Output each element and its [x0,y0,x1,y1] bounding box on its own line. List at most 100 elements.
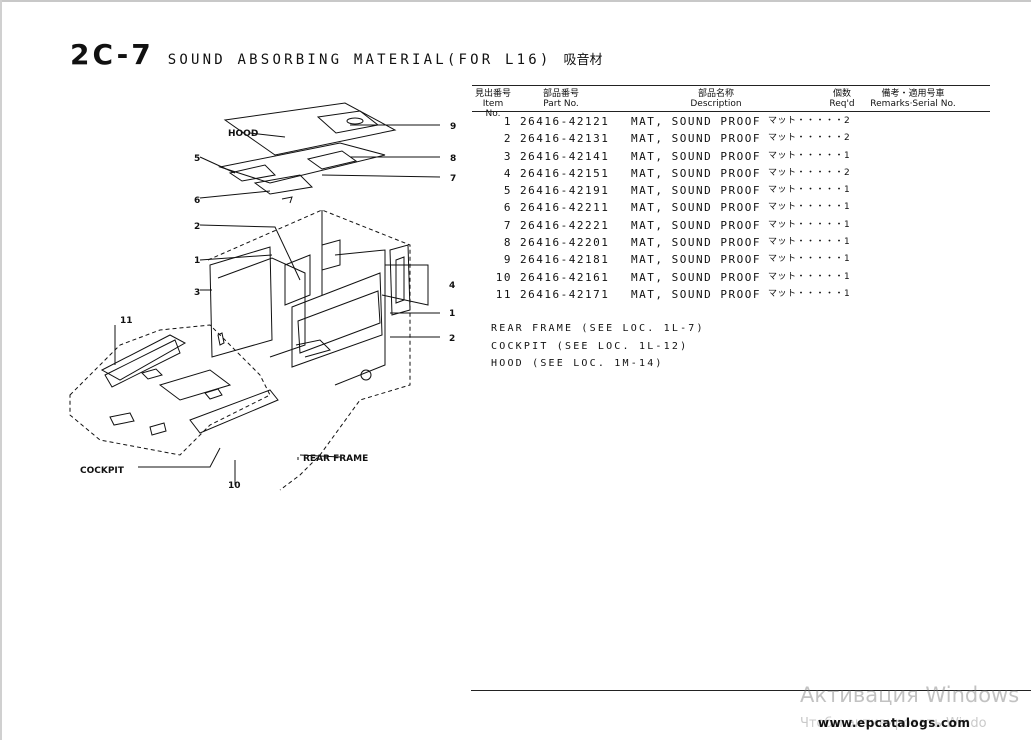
description: MAT, SOUND PROOF [631,201,761,215]
item-no: 3 [503,149,512,163]
section-title: SOUND ABSORBING MATERIAL(FOR L16) [167,52,552,68]
header-qty-en: Req'd [829,99,855,109]
callout-2b: 2 [449,334,455,344]
header-item-no-jp: 見出番号 [474,89,511,99]
header-description-jp: 部品名称 [697,89,734,99]
callout-5: 5 [194,154,200,164]
page-border-top [0,0,1031,2]
table-header-rule-bottom [472,111,990,112]
callout-7: 7 [450,174,456,184]
leader-lines [114,124,441,485]
section-title-jp: 吸音材 [563,53,603,68]
description: MAT, SOUND PROOF [631,184,761,198]
header-qty: 個数 Req'd [826,89,858,109]
part-number: 26416-42151 [520,166,610,180]
page-border-left [0,0,2,740]
item-no: 6 [503,201,512,215]
section-code: 2C-7 [70,38,154,71]
note-rear-frame: REAR FRAME (SEE LOC. 1L-7) [491,323,705,334]
jp-name-qty: マット・・・・・1 [768,288,851,299]
hood-panel [223,102,397,156]
header-description: 部品名称 Description [680,89,752,109]
table-row: 3 26416-42141 MAT, SOUND PROOF マット・・・・・1 [476,148,996,165]
item-no: 11 [495,287,512,301]
callout-6: 6 [194,196,200,206]
part-number: 26416-42191 [520,184,610,198]
note-cockpit: COCKPIT (SEE LOC. 1L-12) [491,340,689,352]
label-hood: HOOD [228,129,258,139]
callout-4: 4 [449,281,455,291]
header-part-no-en: Part No. [543,99,579,109]
label-cockpit: COCKPIT [80,466,125,476]
header-item-no-en: Item No. [482,99,504,119]
description: MAT, SOUND PROOF [631,253,761,267]
table-row: 9 26416-42181 MAT, SOUND PROOF マット・・・・・1 [476,251,996,268]
part-number: 26416-42171 [520,287,610,301]
jp-name-qty: マット・・・・・2 [768,133,851,144]
table-header-rule-top [472,85,990,86]
part-number: 26416-42141 [520,149,610,163]
label-rear-frame: REAR FRAME [303,454,368,464]
part-number: 26416-42121 [520,115,610,128]
windows-activation-watermark: Активация Windows [800,683,1020,707]
description: MAT, SOUND PROOF [631,115,761,128]
table-row: 10 26416-42161 MAT, SOUND PROOF マット・・・・・1 [476,269,996,286]
header-part-no-jp: 部品番号 [542,89,579,99]
header-part-no: 部品番号 Part No. [535,89,587,109]
header-item-no: 見出番号 Item No. [474,89,512,119]
table-row: 4 26416-42151 MAT, SOUND PROOF マット・・・・・2 [476,165,996,182]
parts-diagram: HOOD COCKPIT REAR FRAME 9 5 8 7 6 2 1 4 … [69,102,456,491]
header-remarks-en: Remarks·Serial No. [870,99,956,109]
jp-name-qty: マット・・・・・1 [768,185,851,196]
callout-11: 11 [120,316,133,326]
part-number: 26416-42131 [520,132,610,146]
jp-name-qty: マット・・・・・1 [768,219,851,230]
description: MAT, SOUND PROOF [631,149,761,163]
item-no: 4 [503,166,512,180]
footer-site-link[interactable]: www.epcatalogs.com [818,716,971,730]
item-no: 5 [503,184,512,198]
callout-10: 10 [228,481,241,491]
header-remarks: 備考・適用号車 Remarks·Serial No. [870,89,956,109]
header-description-en: Description [690,99,742,109]
table-row: 5 26416-42191 MAT, SOUND PROOF マット・・・・・1 [476,182,996,199]
jp-name-qty: マット・・・・・1 [768,271,851,282]
footer-rule [471,690,1031,691]
part-number: 26416-42211 [520,201,610,215]
callout-2: 2 [194,222,200,232]
header-remarks-jp: 備考・適用号車 [881,89,945,99]
jp-name-qty: マット・・・・・1 [768,202,851,213]
item-no: 9 [503,253,512,267]
note-hood: HOOD (SEE LOC. 1M-14) [491,358,664,369]
jp-name-qty: マット・・・・・1 [768,254,851,265]
header-qty-jp: 個数 [832,89,851,99]
cockpit-outline [69,324,271,456]
jp-name-qty: マット・・・・・1 [768,237,851,248]
rear-frame-outline [207,209,411,491]
description: MAT, SOUND PROOF [631,270,761,284]
description: MAT, SOUND PROOF [631,132,761,146]
jp-name-qty: マット・・・・・1 [768,150,851,161]
item-no: 10 [495,270,512,284]
callout-8: 8 [450,154,456,164]
jp-name-qty: マット・・・・・2 [768,116,851,126]
part-number: 26416-42181 [520,253,610,267]
item-no: 1 [503,115,512,128]
windows-activation-watermark-sub: Чтобы активировать Windo [800,716,987,731]
item-no: 2 [503,132,512,146]
description: MAT, SOUND PROOF [631,218,761,232]
table-row: 2 26416-42131 MAT, SOUND PROOF マット・・・・・2 [476,130,996,147]
reference-notes: REAR FRAME (SEE LOC. 1L-7) COCKPIT (SEE … [491,320,705,373]
description: MAT, SOUND PROOF [631,166,761,180]
jp-name-qty: マット・・・・・2 [768,167,851,178]
part-number: 26416-42221 [520,218,610,232]
part-number: 26416-42161 [520,270,610,284]
callout-1: 1 [194,256,200,266]
table-row: 1 26416-42121 MAT, SOUND PROOF マット・・・・・2 [476,113,996,130]
callout-3: 3 [194,288,200,298]
table-row: 6 26416-42211 MAT, SOUND PROOF マット・・・・・1 [476,199,996,216]
page-title: 2C-7 SOUND ABSORBING MATERIAL(FOR L16) 吸音材 [70,38,603,74]
